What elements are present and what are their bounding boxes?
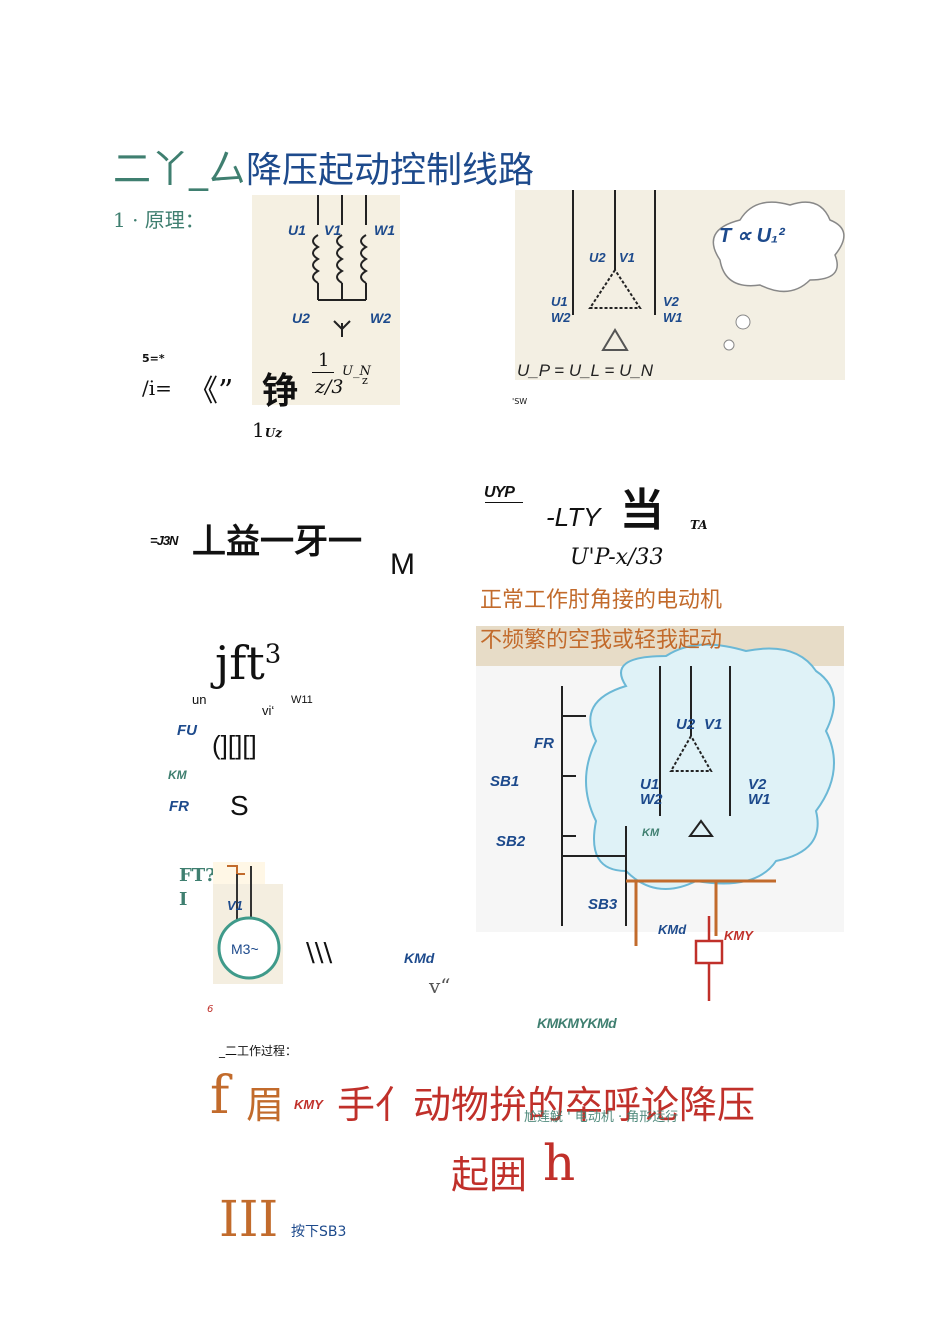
formula-mid-mark: =J3N <box>150 533 178 548</box>
motor-figure: V1 M3~ <box>213 862 283 984</box>
page-title: 二丫_厶降压起动控制线路 <box>113 138 534 193</box>
note-w11: W11 <box>291 694 313 706</box>
orange-line-1: 正常工作肘角接的电动机 <box>480 588 723 613</box>
process-f: f <box>210 1066 230 1126</box>
note-fr: FR <box>169 798 189 815</box>
process-kmy: KMY <box>294 1097 323 1112</box>
small-sw: 'SW <box>512 397 528 406</box>
note-brackets: (][][] <box>212 730 257 760</box>
winding-label-w2: W2 <box>370 310 391 326</box>
formula-fraction-top: 1 <box>318 350 330 371</box>
cloud-label-u2: U2 <box>676 716 696 733</box>
circuit-label-sb3: SB3 <box>588 896 618 913</box>
process-line2: 起囲 <box>451 1153 528 1197</box>
formula-mid-m: M <box>390 548 415 581</box>
circuit-figure: FR SB1 SB2 KM SB3 KMd KMY U2 V1 U1 W2 V2… <box>476 626 844 1006</box>
uyp-bar <box>485 502 523 503</box>
note-kmd: KMd <box>404 950 435 966</box>
formula-sub: z <box>362 374 368 387</box>
winding-label-w1: W1 <box>374 222 395 238</box>
formula-dang: 当 <box>620 485 664 536</box>
note-vquote: v“ <box>429 974 451 998</box>
formula-un: U_N <box>342 364 371 379</box>
process-line1: 手亻动物拚的卒呼论降压 <box>337 1083 756 1127</box>
motor-v1: V1 <box>227 898 243 913</box>
cloud-label-w1: W1 <box>748 791 771 808</box>
title-prefix: 二丫_厶 <box>113 147 247 191</box>
circuit-label-kmd: KMd <box>658 922 687 937</box>
delta-label-w2: W2 <box>551 310 571 325</box>
formula-below-num: 1 <box>252 418 265 442</box>
formula-below-sub: Uz <box>264 426 283 440</box>
formula-quote: 《” <box>188 374 234 409</box>
motor-label: M3~ <box>231 941 259 957</box>
cloud-label-u1: U1 <box>640 776 659 793</box>
cloud-label-v2: V2 <box>748 776 767 793</box>
cloud-label-w2: W2 <box>640 791 663 808</box>
circuit-label-km: KM <box>642 827 660 839</box>
formula-ta: TA <box>690 518 708 532</box>
process-overlay: 尬莲觥 ' 电动机 · 角形运行 <box>524 1110 679 1125</box>
note-vi: vi‘ <box>262 703 275 718</box>
note-km: KM <box>168 768 187 782</box>
cloud-label-v1: V1 <box>704 716 722 733</box>
delta-label-w1: W1 <box>663 310 683 325</box>
winding-label-v1: V1 <box>324 222 341 238</box>
winding-figure: U1 V1 W1 U2 W2 <box>252 195 400 405</box>
formula-lhs: /i= <box>142 376 172 400</box>
delta-label-u1: U1 <box>551 294 568 309</box>
note-ft: FT? <box>179 865 216 886</box>
note-fu: FU <box>177 722 197 739</box>
delta-label-v2: V2 <box>663 294 680 309</box>
formula-lty: -LTY <box>546 502 601 532</box>
note-six: 6 <box>207 1004 214 1015</box>
circuit-label-kmy: KMY <box>724 928 754 943</box>
formula-text: 铮 <box>262 371 299 412</box>
section-label: 1 · 原理： <box>113 208 205 232</box>
title-main: 降压起动控制线路 <box>246 150 535 191</box>
orange-line-2: 不频繁的空我或轻我起动 <box>480 628 723 653</box>
circuit-label-fr: FR <box>534 735 554 752</box>
formula-fraction-bottom: z/3 <box>315 376 344 398</box>
circuit-label-sb2: SB2 <box>496 833 526 850</box>
delta-equation: U_P = U_L = U_N <box>517 361 654 380</box>
note-i: I <box>179 889 188 910</box>
formula-mid-text: 丄益一牙一 <box>192 522 362 562</box>
process-iii: III <box>219 1190 279 1248</box>
process-mei: 眉 <box>246 1083 285 1127</box>
note-slashes: \\\ <box>306 938 333 968</box>
formula-uyp: UYP <box>484 484 515 501</box>
winding-label-u2: U2 <box>292 310 310 326</box>
note-jft: jft3 <box>215 636 281 690</box>
note-s: S <box>230 790 249 821</box>
process-press: 按下SB3 <box>291 1224 347 1240</box>
circuit-bottom-label: KMKMYKMd <box>537 1015 617 1031</box>
formula-mark: 5=* <box>142 352 165 365</box>
fraction-bar <box>312 372 334 373</box>
delta-label-u2: U2 <box>589 250 606 265</box>
delta-figure: U2 V1 U1 W2 V2 W1 T ∝ U₁² U_P = U_L = U_… <box>515 190 845 380</box>
formula-upx: U'P-x/33 <box>570 545 664 570</box>
formula-below: 1Uz <box>252 418 282 442</box>
note-jft-text: jft <box>215 636 265 690</box>
note-jft-sup: 3 <box>264 639 282 670</box>
delta-label-v1: V1 <box>619 250 635 265</box>
process-h: h <box>543 1134 576 1192</box>
winding-label-u1: U1 <box>288 222 306 238</box>
process-label: _二工作过程： <box>219 1044 298 1058</box>
circuit-label-sb1: SB1 <box>490 773 519 790</box>
thought-formula: T ∝ U₁² <box>719 225 786 247</box>
note-un: un <box>192 692 207 707</box>
